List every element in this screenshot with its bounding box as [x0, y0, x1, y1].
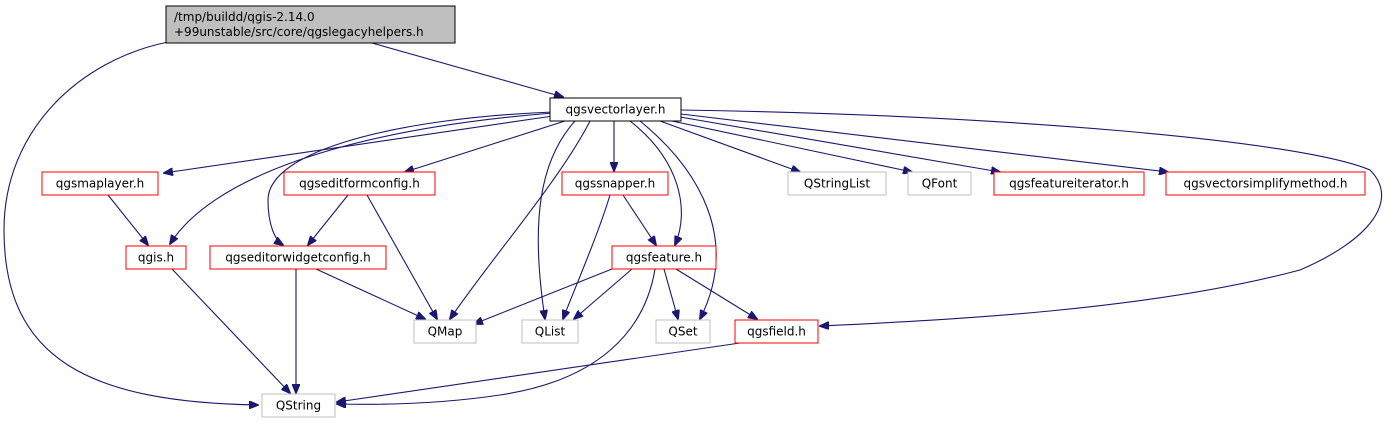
- node-label-qset: QSet: [668, 325, 697, 339]
- edge-qgsvectorlayer-to-qlist: [537, 120, 576, 319]
- node-box-qgseditformconfig: [283, 171, 436, 196]
- node-qstringlist[interactable]: QStringList: [787, 171, 887, 196]
- node-box-qset: [655, 319, 711, 344]
- node-box-qgsmaplayer: [41, 171, 159, 196]
- node-qgsvectorlayer[interactable]: qgsvectorlayer.h: [549, 97, 682, 122]
- edge-qgsfeature-to-qset: [663, 268, 678, 319]
- edges-layer: [3, 41, 1382, 405]
- edge-qgsvectorlayer-to-qgis: [170, 112, 554, 244]
- edge-qgsvectorlayer-to-qstringlist: [659, 120, 800, 172]
- node-label-qgsvectorsimplifymethod: qgsvectorsimplifymethod.h: [1184, 177, 1348, 191]
- edge-qgsvectorlayer-to-qset: [639, 120, 717, 319]
- node-qgseditorwidgetconfig[interactable]: qgseditorwidgetconfig.h: [209, 245, 387, 270]
- node-box-qstringlist: [787, 171, 887, 196]
- edge-qgsvectorlayer-to-qgsmaplayer: [164, 115, 554, 173]
- node-qgsmaplayer[interactable]: qgsmaplayer.h: [41, 171, 159, 196]
- node-box-qmap: [413, 319, 477, 344]
- edge-qgseditformconfig-to-qgseditorwidgetconfig: [308, 194, 349, 245]
- edge-qgsvectorlayer-to-qfont: [671, 120, 912, 172]
- node-box-qgsfeature: [611, 245, 717, 270]
- node-label-qgseditorwidgetconfig: qgseditorwidgetconfig.h: [225, 251, 370, 265]
- node-box-qgis: [125, 245, 187, 270]
- edge-qgseditformconfig-to-qmap: [366, 194, 437, 319]
- node-box-qgseditorwidgetconfig: [209, 245, 387, 270]
- node-qgsfield[interactable]: qgsfield.h: [734, 319, 819, 344]
- node-label-qgseditformconfig: qgseditformconfig.h: [299, 177, 420, 191]
- node-label-qgsfield: qgsfield.h: [747, 325, 806, 339]
- node-label-qgsfeatureiterator: qgsfeatureiterator.h: [1009, 177, 1129, 191]
- edge-qgsmaplayer-to-qgis: [107, 194, 148, 245]
- node-label-qmap: QMap: [428, 325, 463, 339]
- node-qstring[interactable]: QString: [261, 393, 336, 418]
- edge-root-to-qstring: [3, 41, 258, 405]
- node-label-qgis: qgis.h: [138, 251, 174, 265]
- edge-qgis-to-qstring: [171, 268, 290, 393]
- node-label-qgsvectorlayer: qgsvectorlayer.h: [566, 103, 666, 117]
- node-box-qgsvectorsimplifymethod: [1165, 171, 1366, 196]
- node-box-qgsfeatureiterator: [993, 171, 1145, 196]
- node-box-qstring: [261, 393, 336, 418]
- edge-qgsfield-to-qstring: [337, 342, 741, 402]
- node-box-qfont: [907, 171, 972, 196]
- node-qgseditformconfig[interactable]: qgseditformconfig.h: [283, 171, 436, 196]
- node-label-qgssnapper: qgssnapper.h: [575, 177, 656, 191]
- edge-root-to-qgsvectorlayer: [371, 42, 563, 97]
- edge-qgsvectorlayer-to-qmap: [450, 120, 591, 319]
- node-box-qgsvectorlayer: [549, 97, 682, 122]
- node-box-root: [165, 5, 456, 44]
- node-root: /tmp/buildd/qgis-2.14.0+99unstable/src/c…: [165, 5, 456, 44]
- nodes-layer: /tmp/buildd/qgis-2.14.0+99unstable/src/c…: [41, 5, 1366, 418]
- edge-qgsfeature-to-qlist: [574, 268, 633, 319]
- edge-qgsvectorlayer-to-qgsfeature: [629, 120, 681, 245]
- edge-qgsfeature-to-qgsfield: [675, 268, 757, 319]
- edge-qgsvectorlayer-to-qgseditorwidgetconfig: [267, 111, 554, 245]
- node-qgsfeature[interactable]: qgsfeature.h: [611, 245, 717, 270]
- node-label-root-line-0: /tmp/buildd/qgis-2.14.0: [174, 10, 315, 24]
- node-label-qgsfeature: qgsfeature.h: [626, 251, 702, 265]
- node-label-qgsmaplayer: qgsmaplayer.h: [56, 177, 145, 191]
- edge-qgsvectorlayer-to-qgsvectorsimplifymethod: [680, 113, 1168, 172]
- node-label-qlist: QList: [535, 325, 566, 339]
- edge-qgsvectorlayer-to-qgseditformconfig: [405, 120, 566, 172]
- node-label-root-line-1: +99unstable/src/core/qgslegacyhelpers.h: [174, 25, 424, 39]
- edge-qgsvectorlayer-to-qgsfeatureiterator: [679, 116, 1000, 172]
- edge-qgssnapper-to-qgsfeature: [622, 194, 656, 245]
- edge-qgssnapper-to-qlist: [563, 194, 611, 319]
- node-box-qgsfield: [734, 319, 819, 344]
- node-qgsvectorsimplifymethod[interactable]: qgsvectorsimplifymethod.h: [1165, 171, 1366, 196]
- node-qmap[interactable]: QMap: [413, 319, 477, 344]
- node-qgis[interactable]: qgis.h: [125, 245, 187, 270]
- edge-qgsfeature-to-qstring: [337, 268, 656, 404]
- edge-qgsvectorlayer-to-qgsfield: [680, 109, 1382, 326]
- node-qgssnapper[interactable]: qgssnapper.h: [561, 171, 669, 196]
- node-label-qstringlist: QStringList: [804, 177, 871, 191]
- node-qgsfeatureiterator[interactable]: qgsfeatureiterator.h: [993, 171, 1145, 196]
- node-box-qgssnapper: [561, 171, 669, 196]
- node-qlist[interactable]: QList: [521, 319, 579, 344]
- edge-qgseditorwidgetconfig-to-qmap: [315, 268, 425, 319]
- node-box-qlist: [521, 319, 579, 344]
- node-label-qfont: QFont: [922, 177, 958, 191]
- node-qset[interactable]: QSet: [655, 319, 711, 344]
- edge-qgsfeature-to-qmap: [474, 264, 623, 324]
- node-qfont[interactable]: QFont: [907, 171, 972, 196]
- node-label-qstring: QString: [276, 399, 321, 413]
